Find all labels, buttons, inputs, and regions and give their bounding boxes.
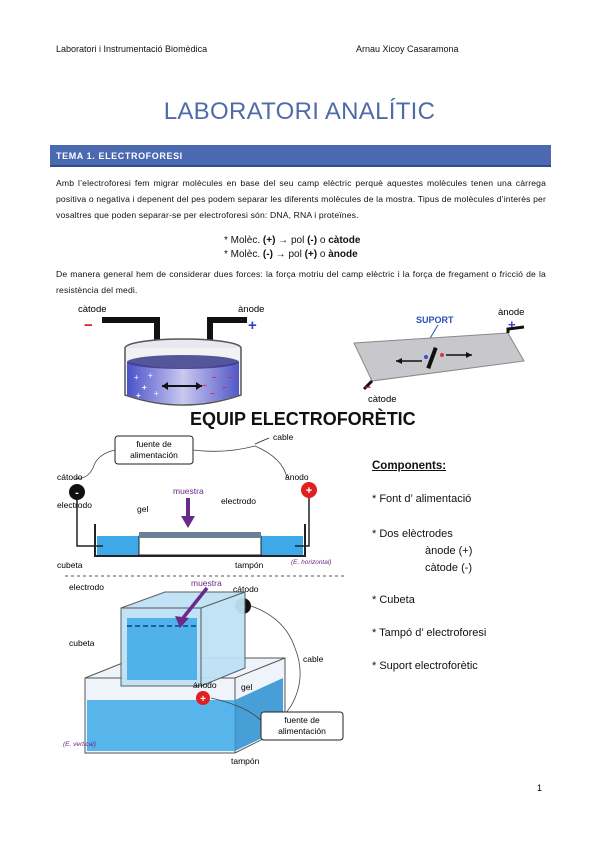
- bullet-negative: * Molèc. (-) → pol (+) o ànode: [224, 249, 358, 260]
- tampon-label: tampón: [235, 560, 264, 570]
- svg-text:alimentación: alimentación: [278, 726, 326, 736]
- svg-text:-: -: [75, 487, 79, 499]
- fig2-suport-label: SUPORT: [416, 315, 454, 325]
- v-cubeta-label: cubeta: [69, 638, 95, 648]
- bullet-positive: * Molèc. (+) → pol (-) o càtode: [224, 235, 361, 246]
- svg-text:−: −: [364, 380, 371, 394]
- v-lower-buffer: [87, 700, 235, 751]
- horizontal-note: (E. horizontal): [291, 559, 331, 566]
- svg-text:−: −: [210, 389, 215, 398]
- intro-paragraph: Amb l’electroforesi fem migrar molècules…: [56, 178, 546, 220]
- component-subitem: ànode (+): [425, 545, 473, 557]
- cathode-terminal-icon: [69, 484, 85, 500]
- svg-text:+: +: [306, 485, 312, 497]
- component-subitem: càtode (-): [425, 562, 473, 574]
- svg-text:+: +: [154, 389, 159, 398]
- equip-title: EQUIP ELECTROFORÈTIC: [190, 408, 416, 429]
- v-catodo-label: cátodo: [233, 584, 259, 594]
- svg-text:+: +: [134, 373, 139, 382]
- header-left: Laboratori i Instrumentació Biomèdica: [56, 44, 208, 54]
- component-item: * Tampó d’ electroforesi: [372, 627, 487, 639]
- plus-icon: +: [248, 317, 257, 334]
- support-strip: [353, 332, 525, 382]
- svg-text:fuente de: fuente de: [136, 439, 172, 449]
- fig1-anode-label: ànode: [238, 304, 264, 315]
- anode-terminal-icon: [301, 482, 317, 498]
- fig2-catode-label: càtode: [368, 394, 397, 405]
- page-title: LABORATORI ANALÍTIC: [163, 98, 436, 125]
- anodo-label: ánodo: [285, 472, 309, 482]
- fig1-catode-label: càtode: [78, 304, 107, 315]
- v-gel-label: gel: [241, 682, 252, 692]
- forces-paragraph: De manera general hem de considerar dues…: [56, 269, 546, 295]
- components-title: Components:: [372, 460, 447, 472]
- v-anodo-label: ánodo: [193, 680, 217, 690]
- component-item: * Suport electroforètic: [372, 660, 478, 672]
- v-electrodo-label: electrodo: [69, 582, 104, 592]
- component-item: * Cubeta: [372, 594, 415, 606]
- component-item: * Font d’ alimentació: [372, 493, 472, 505]
- vertical-diagram: electrodo muestra cátodo - cubeta cable …: [63, 578, 344, 766]
- cable-label: cable: [273, 432, 294, 442]
- beaker-figure: càtode ànode − + +++ ++ −−− −−: [78, 304, 264, 406]
- svg-text:fuente de: fuente de: [284, 715, 320, 725]
- support-figure: SUPORT ànode + càtode −: [353, 307, 525, 405]
- cubeta-label: cubeta: [57, 560, 83, 570]
- beaker-buffer: [127, 362, 239, 404]
- polarity-bullets: * Molèc. (+) → pol (-) o càtode * Molèc.…: [224, 234, 360, 262]
- v-muestra-label: muestra: [191, 578, 222, 588]
- svg-text:+: +: [142, 383, 147, 392]
- svg-text:+: +: [148, 371, 153, 380]
- horizontal-diagram: fuente de alimentación cable cátodo - el…: [57, 432, 345, 577]
- header-right: Arnau Xicoy Casaramona: [356, 44, 459, 54]
- v-gel-plate: [127, 618, 197, 680]
- svg-text:−: −: [212, 373, 217, 382]
- svg-text:+: +: [200, 694, 206, 705]
- catodo-label: cátodo: [57, 472, 83, 482]
- v-sample-arrow-icon: [175, 616, 189, 628]
- fig2-plus-icon: +: [508, 317, 516, 332]
- svg-text:−: −: [222, 383, 227, 392]
- electrodo-left-label: electrodo: [57, 500, 92, 510]
- horizontal-tank: [94, 524, 306, 557]
- minus-icon: −: [84, 317, 93, 334]
- sample-line: [426, 346, 438, 370]
- component-item: * Dos elèctrodes: [372, 528, 453, 540]
- v-tampon-label: tampón: [231, 756, 260, 766]
- page-number: 1: [537, 783, 543, 793]
- fig2-anode-label: ànode: [498, 307, 524, 318]
- v-cable-label: cable: [303, 654, 324, 664]
- electrodo-right-label: electrodo: [221, 496, 256, 506]
- gel-label: gel: [137, 504, 148, 514]
- section-heading-text: TEMA 1. ELECTROFORESI: [56, 151, 183, 161]
- v-anode-terminal-icon: [196, 691, 210, 705]
- muestra-label: muestra: [173, 486, 204, 496]
- svg-text:alimentación: alimentación: [130, 450, 178, 460]
- v-power-supply-box: [260, 711, 344, 741]
- charges: +++ ++ −−− −−: [134, 371, 233, 400]
- svg-text:−: −: [228, 373, 233, 382]
- svg-text:+: +: [136, 391, 141, 400]
- section-heading: TEMA 1. ELECTROFORESI: [50, 145, 551, 167]
- svg-text:−: −: [202, 381, 207, 390]
- sample-arrow-icon: [181, 516, 195, 528]
- gel-slab: [139, 532, 261, 538]
- vertical-note: (E. vertical): [63, 741, 96, 748]
